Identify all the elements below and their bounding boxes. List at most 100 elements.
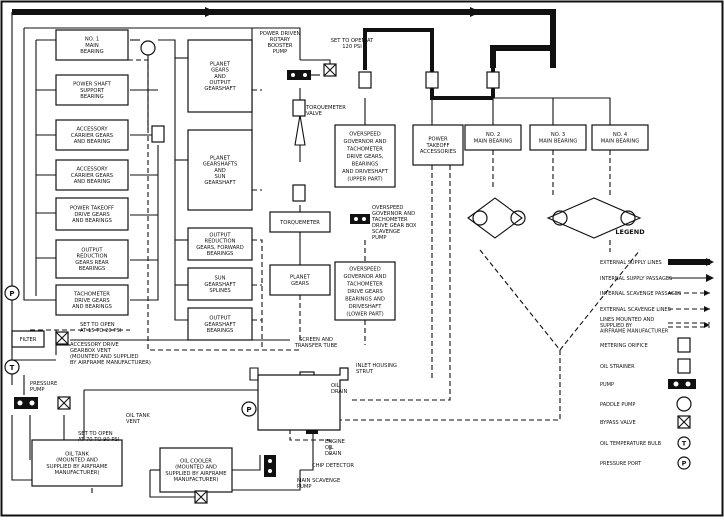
oil-cooler-text: MANUFACTURER) [174, 477, 219, 483]
legend-item-text: LINES MOUNTED AND [600, 317, 654, 323]
legend: LEGEND EXTERNAL SUPPLY LINES INTERNAL SUPP… [600, 228, 714, 470]
pressure-port-label: P [246, 406, 251, 414]
planet-gears-output-text: GEARS [211, 68, 229, 74]
power-takeoff-accessories-text: POWER [428, 137, 448, 143]
gearbox-vent-text: BY AIRFRAME MANUFACTURER) [70, 360, 151, 366]
accessory-carrier-1-text: AND BEARING [74, 139, 111, 145]
power-takeoff-accessories-text: TAKEOFF [425, 143, 449, 149]
inlet-housing-strut-text: INLET HOUSING [356, 363, 397, 369]
no2-main-bearing-text: MAIN BEARING [474, 138, 513, 144]
lower-oil-circuit [11, 330, 314, 498]
torquemeter-valve-text: TORQUEMETER [305, 105, 346, 111]
legend-item-text: AIRFRAME MANUFACTURER [600, 328, 669, 334]
legend-item: PADDLE PUMP [600, 396, 692, 412]
overspeed-upper-text: BEARINGS [352, 161, 379, 167]
legend-title: LEGEND [615, 228, 645, 236]
output-reduction-rear-text: OUTPUT [81, 248, 103, 254]
paddle-pump-icon [472, 210, 488, 226]
inlet-housing-strut-text: STRUT [356, 369, 374, 375]
legend-item-text: INTERNAL SUPPLY PASSAGES [600, 276, 672, 282]
gearbox-vent-text: ACCESSORY DRIVE [70, 342, 119, 348]
paddle-pump-icon [510, 210, 526, 226]
scavenge-pump-gear-box-text: SCAVENGE [372, 229, 400, 235]
legend-item: INTERNAL SUPPLY PASSAGES [600, 274, 714, 282]
legend-item-text: INTERNAL SCAVENGE PASSAGES [600, 291, 681, 297]
power-takeoff-drive-text: POWER TAKEOFF [70, 206, 114, 212]
accessory-drive-gearbox-outline [249, 367, 349, 431]
planet-gears-output-text: GEARSHAFT [204, 86, 236, 92]
output-reduction-forward-text: OUTPUT [209, 233, 231, 239]
temperature-port-label: T [10, 364, 15, 372]
output-gearshaft-bearings-text: OUTPUT [209, 316, 231, 322]
svg-text:T: T [682, 440, 687, 448]
main-scavenge-pump-text: MAIN SCAVENGE [297, 478, 340, 484]
accessory-carrier-2-text: CARRIER GEARS [71, 173, 113, 179]
overspeed-lower-text: GOVERNOR AND [343, 274, 386, 280]
legend-item: METERING ORIFICE [600, 337, 691, 353]
legend-item: INTERNAL SCAVENGE PASSAGES [600, 290, 710, 297]
legend-item-text: OIL STRAINER [600, 364, 635, 370]
set-70-90-text: AT 70 TO 90 PSI [78, 437, 120, 443]
oil-tank-vent-text: OIL TANK [126, 413, 150, 419]
scavenge-pump-gear-box-text: PUMP [372, 235, 387, 241]
overspeed-upper-text: GOVERNOR AND [343, 139, 386, 145]
torquemeter-box: TORQUEMETER [269, 211, 331, 233]
overspeed-upper-text: AND DRIVESHAFT [342, 169, 389, 175]
legend-item: PUMP [600, 379, 696, 389]
no1-main-bearing-text: BEARING [80, 49, 103, 55]
tachometer-drive-text: DRIVE GEARS [74, 298, 109, 304]
screen-transfer-text: TRANSFER TUBE [294, 343, 338, 349]
oil-tank-text: SUPPLIED BY AIRFRAME [46, 464, 107, 470]
power-shaft-support-text: POWER SHAFT [73, 82, 112, 88]
set-120-text: 120 PSI [342, 44, 362, 50]
oil-cooler-text: SUPPLIED BY AIRFRAME [165, 471, 226, 477]
legend-item: OIL STRAINER [600, 358, 691, 374]
oil-tank-vent-text: VENT [126, 419, 141, 425]
pressure-port-icon [4, 285, 257, 417]
legend-item: EXTERNAL SUPPLY LINES [600, 258, 714, 266]
screen-transfer-text: SCREEN AND [299, 337, 333, 343]
chip-detector-label: CHIP DETECTOR [312, 463, 354, 469]
no4-main-bearing-text: MAIN BEARING [601, 138, 640, 144]
legend-item-text: EXTERNAL SCAVENGE LINES [600, 307, 671, 313]
output-reduction-rear-text: BEARINGS [79, 266, 106, 272]
overspeed-upper-text: (UPPER PART) [347, 176, 382, 182]
accessory-carrier-2-text: ACCESSORY [76, 167, 108, 173]
legend-item: EXTERNAL SCAVENGE LINES [600, 306, 710, 313]
booster-pump-text: POWER DRIVEN [260, 31, 301, 37]
oil-cooler-text: (MOUNTED AND [175, 465, 217, 471]
no4-main-bearing-text: NO. 4 [613, 132, 628, 138]
torquemeter-text: TORQUEMETER [279, 220, 320, 226]
gearbox-vent-text: GEARBOX VENT [70, 348, 112, 354]
output-gearshaft-bearings-text: BEARINGS [207, 328, 234, 334]
output-reduction-forward-text: GEARS, FORWARD [196, 245, 244, 251]
main-scavenge-pump-text: PUMP [297, 484, 312, 490]
legend-item: BYPASS VALVE [600, 415, 691, 429]
engine-oil-drain-text: DRAIN [325, 451, 341, 457]
accessory-carrier-2-text: AND BEARING [74, 179, 111, 185]
output-reduction-forward-text: BEARINGS [207, 251, 234, 257]
pump-icon [14, 70, 370, 477]
set-15-20-text: SET TO OPEN [80, 322, 115, 328]
accessory-carrier-1-text: ACCESSORY [76, 127, 108, 133]
no3-main-bearing-text: NO. 3 [551, 132, 565, 138]
planet-gearshafts-sun-text: AND [214, 168, 225, 174]
output-gearshaft-bearings-text: GEARSHAFT [204, 322, 236, 328]
